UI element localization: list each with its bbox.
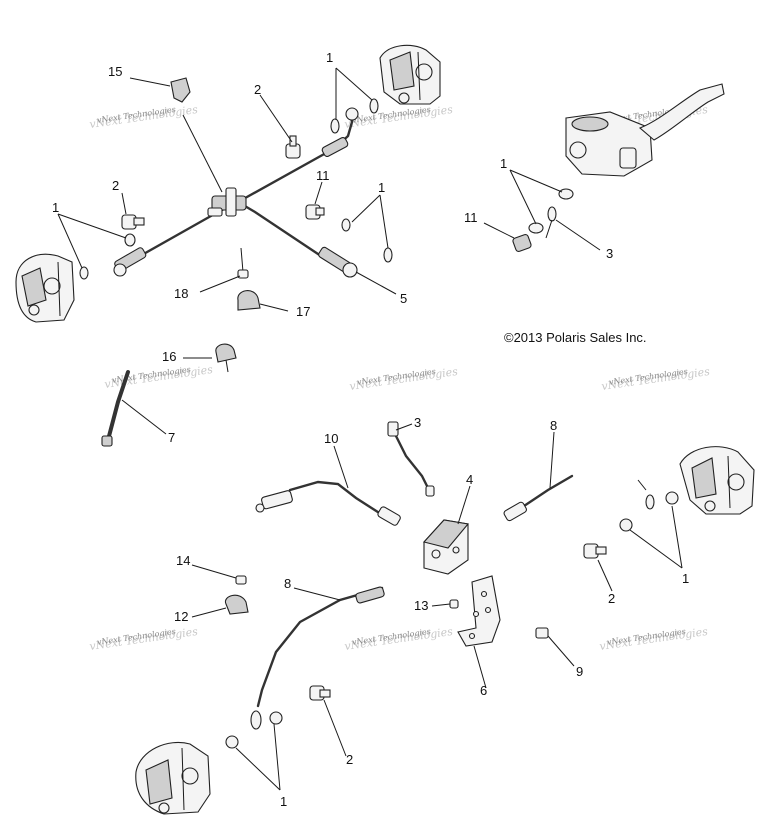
master-cylinder	[565, 83, 725, 177]
brake-hose-8b	[256, 586, 384, 708]
lower-parts	[224, 575, 549, 749]
callout-1: 1	[326, 50, 333, 65]
callout-numbers: 15 2 1 1 11 2 1 1 11 3 18 17 5 16 7 3 10…	[52, 50, 689, 809]
crush-washer	[528, 222, 544, 234]
tee-fitting	[207, 187, 247, 217]
callout-2: 2	[112, 178, 119, 193]
callout-3: 3	[414, 415, 421, 430]
mounting-bracket	[457, 575, 501, 647]
callout-14: 14	[176, 553, 190, 568]
clip-part-15	[170, 77, 191, 103]
callout-2: 2	[254, 82, 261, 97]
hardware-top-left	[79, 77, 393, 311]
screw	[449, 599, 459, 609]
callout-8: 8	[550, 418, 557, 433]
callout-1: 1	[500, 156, 507, 171]
banjo-bolt-shank	[319, 689, 331, 698]
hose-clamp	[215, 343, 237, 363]
banjo-bolt-shank	[315, 207, 325, 216]
brake-hose-10	[288, 480, 386, 518]
leader-lines	[57, 67, 683, 791]
banjo-end	[342, 262, 358, 278]
hose-stub	[637, 479, 647, 491]
callout-6: 6	[480, 683, 487, 698]
rear-right-caliper	[679, 446, 755, 515]
callout-7: 7	[168, 430, 175, 445]
crush-washer	[619, 518, 633, 532]
callout-10: 10	[324, 431, 338, 446]
callout-2: 2	[346, 752, 353, 767]
callout-1: 1	[52, 200, 59, 215]
banjo-bolt-shank	[133, 217, 145, 226]
banjo-bolt-shank	[289, 135, 297, 147]
rear-left-caliper	[135, 742, 211, 815]
hose-fitting	[101, 435, 113, 447]
crush-washer	[225, 735, 239, 749]
crush-washer	[665, 491, 679, 505]
crush-washer	[269, 711, 283, 725]
brake-hose-8	[522, 474, 574, 508]
screw	[235, 575, 247, 585]
callout-1: 1	[280, 794, 287, 809]
callout-11: 11	[316, 168, 330, 183]
crush-washer	[79, 266, 89, 280]
callout-1: 1	[682, 571, 689, 586]
crush-washer	[369, 98, 379, 114]
crush-washer	[124, 233, 136, 247]
callout-3: 3	[606, 246, 613, 261]
crush-washer	[558, 188, 574, 200]
callout-1: 1	[378, 180, 385, 195]
callout-18: 18	[174, 286, 188, 301]
callout-9: 9	[576, 664, 583, 679]
callout-12: 12	[174, 609, 188, 624]
hose-stub	[545, 219, 553, 239]
tie-strap-head	[237, 269, 249, 279]
banjo-end	[113, 263, 127, 277]
hose-fitting	[321, 136, 349, 158]
left-standalone-parts	[101, 343, 237, 447]
p-clamp	[224, 594, 249, 615]
abs-hose-assembly	[255, 421, 574, 575]
brake-hose-short	[106, 370, 130, 442]
master-cylinder-hardware	[512, 188, 574, 253]
callout-8: 8	[284, 576, 291, 591]
front-right-caliper	[379, 44, 441, 105]
banjo-bolt-shank	[595, 546, 607, 555]
callout-5: 5	[400, 291, 407, 306]
bolt	[535, 627, 549, 639]
callout-17: 17	[296, 304, 310, 319]
brake-hose-3	[390, 426, 432, 494]
callout-16: 16	[162, 349, 176, 364]
p-clamp	[237, 290, 261, 311]
front-brake-line-assembly	[113, 107, 359, 278]
crush-washer	[330, 118, 340, 134]
front-left-caliper	[15, 253, 75, 323]
callout-2: 2	[608, 591, 615, 606]
banjo-bolt	[512, 233, 532, 253]
rear-right-hardware	[583, 479, 679, 559]
callout-15: 15	[108, 64, 122, 79]
copyright-notice: ©2013 Polaris Sales Inc.	[504, 330, 647, 345]
callout-4: 4	[466, 472, 473, 487]
crush-washer	[341, 218, 351, 232]
brake-lever	[638, 83, 725, 141]
callout-13: 13	[414, 598, 428, 613]
crush-washer	[383, 247, 393, 263]
banjo-fitting	[645, 494, 655, 510]
clamp-screw	[225, 359, 229, 373]
callout-11: 11	[464, 210, 478, 225]
banjo-end	[345, 107, 359, 121]
banjo-fitting	[250, 710, 262, 730]
banjo-fitting	[547, 206, 557, 222]
tie-strap	[240, 247, 244, 273]
abs-junction-block	[422, 519, 470, 575]
